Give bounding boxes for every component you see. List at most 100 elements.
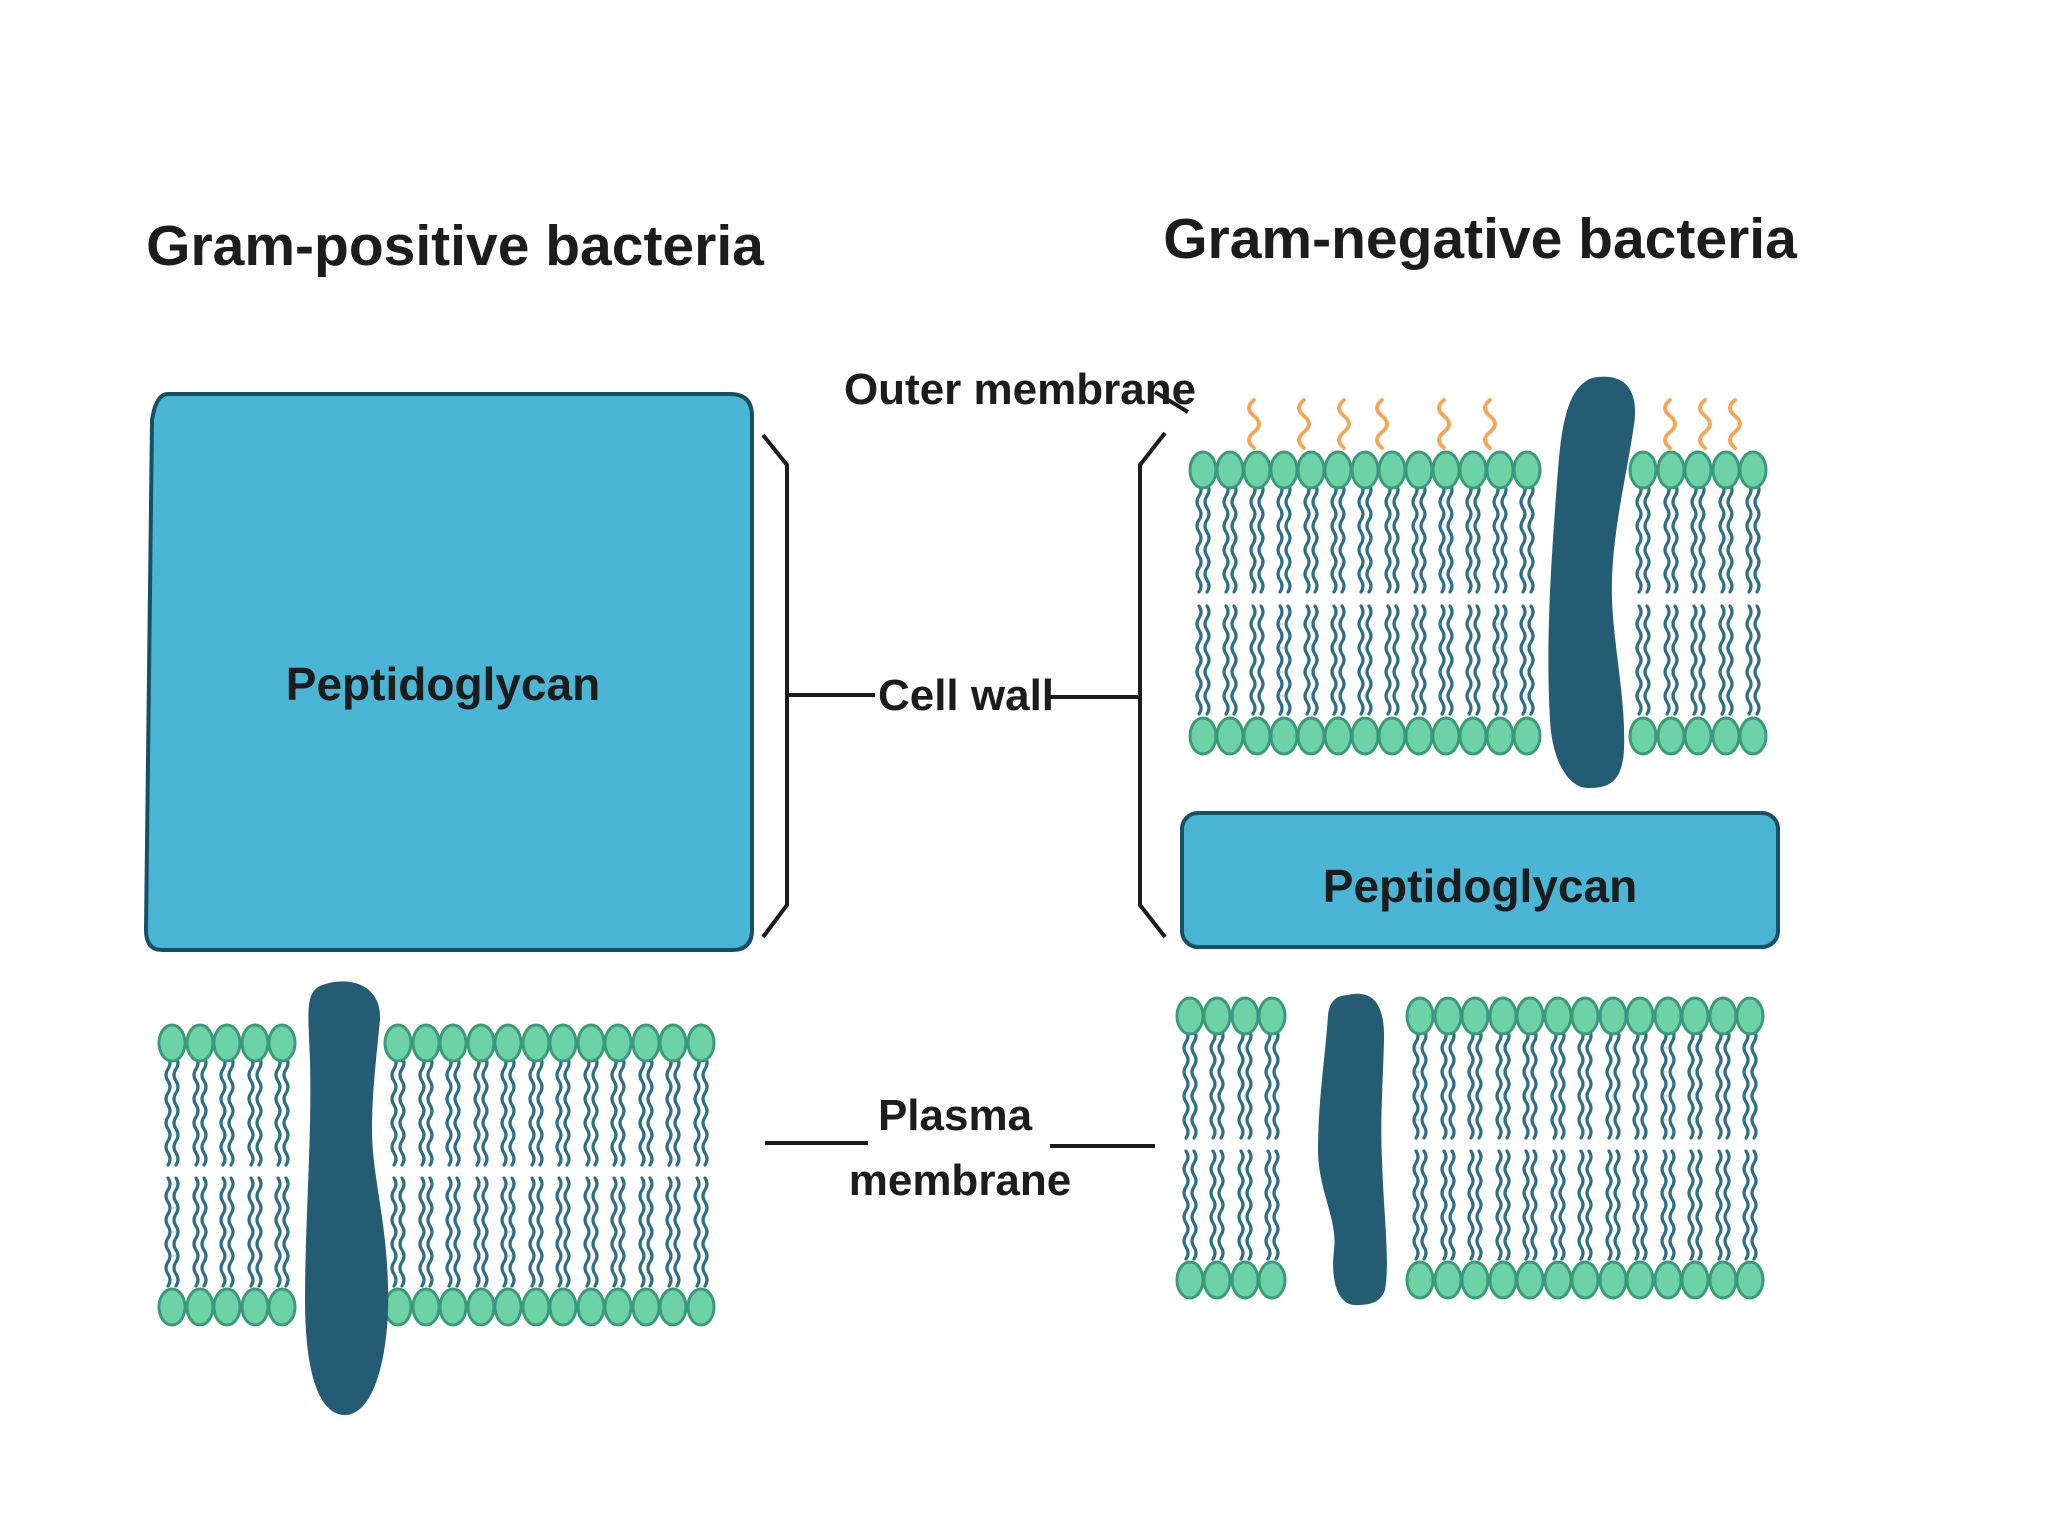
lipid-tail — [1613, 1149, 1621, 1261]
lipid-head — [1202, 996, 1232, 1036]
lipid-head — [658, 1287, 688, 1327]
lipid-tail — [1745, 604, 1753, 716]
lipid-tail — [1635, 604, 1643, 716]
lipid-head — [1711, 450, 1741, 490]
lipid-tail — [1726, 482, 1734, 594]
lipid-tail — [1222, 604, 1230, 716]
lipid-tail — [227, 1176, 235, 1288]
lipid-head — [1269, 450, 1299, 490]
lipid-tail — [1440, 1149, 1448, 1261]
lipid-head — [631, 1023, 661, 1063]
lipid-tail — [390, 1055, 398, 1167]
lipid-tail — [1687, 1149, 1695, 1261]
lipid-tail — [1715, 1149, 1723, 1261]
lipid-tail — [1272, 1149, 1280, 1261]
lipid-tail — [1357, 482, 1365, 594]
lipid-tail — [1663, 482, 1671, 594]
lipid-tail — [701, 1055, 709, 1167]
lipid-tail — [1311, 604, 1319, 716]
lipid-tail — [1473, 604, 1481, 716]
lipid-tail — [247, 1176, 255, 1288]
lipid-tail — [1245, 1028, 1253, 1140]
lipid-head — [658, 1023, 688, 1063]
lipid-tail — [1249, 482, 1257, 594]
lps-sugar-chain — [1483, 398, 1497, 450]
lipid-tail — [583, 1055, 591, 1167]
lipid-tail — [536, 1176, 544, 1288]
lipid-tail — [1605, 1149, 1613, 1261]
lipid-tail — [1668, 1028, 1676, 1140]
lipid-tail — [1753, 604, 1761, 716]
lipid-tail — [1365, 604, 1373, 716]
lipid-tail — [219, 1176, 227, 1288]
lipid-tail — [646, 1055, 654, 1167]
lipid-tail — [1440, 1028, 1448, 1140]
lipid-tail — [1338, 482, 1346, 594]
lipid-tail — [1338, 604, 1346, 716]
lipid-tail — [247, 1055, 255, 1167]
lipid-tail — [1632, 1028, 1640, 1140]
lipid-tail — [1276, 482, 1284, 594]
lipid-tail — [445, 1055, 453, 1167]
lps-sugar-chain — [1375, 398, 1389, 450]
lipid-tail — [1503, 1149, 1511, 1261]
lipid-head — [1625, 1260, 1655, 1300]
lipid-tail — [528, 1176, 536, 1288]
lipid-tail — [1558, 1149, 1566, 1261]
lipid-tail — [701, 1176, 709, 1288]
lipid-tail — [1203, 604, 1211, 716]
plasma-membrane-label-line2: membrane — [849, 1156, 1072, 1205]
lipid-tail — [1690, 482, 1698, 594]
lipid-head — [1323, 450, 1353, 490]
lps-sugar-chain — [1663, 398, 1677, 450]
gram-negative-peptidoglycan: Peptidoglycan — [1180, 811, 1780, 949]
lipid-head — [212, 1023, 242, 1063]
lipid-tail — [1750, 1149, 1758, 1261]
lipid-head — [1257, 1260, 1287, 1300]
lipid-tail — [1217, 1149, 1225, 1261]
lipid-tail — [555, 1055, 563, 1167]
lipid-head — [1230, 996, 1260, 1036]
lipid-tail — [1671, 604, 1679, 716]
lipid-tail — [1412, 1028, 1420, 1140]
lipid-tail — [665, 1176, 673, 1288]
lipid-head — [1377, 716, 1407, 756]
lipid-head — [1512, 450, 1542, 490]
lipid-tail — [1467, 1028, 1475, 1140]
lipid-head — [1431, 716, 1461, 756]
lipid-head — [1350, 450, 1380, 490]
lipid-tail — [255, 1055, 263, 1167]
lipid-tail — [1446, 604, 1454, 716]
lipid-tail — [693, 1055, 701, 1167]
lipid-tail — [172, 1055, 180, 1167]
lipid-tail — [1687, 1028, 1695, 1140]
lipid-tail — [1249, 604, 1257, 716]
lipid-head — [1404, 716, 1434, 756]
lipid-head — [493, 1287, 523, 1327]
lipid-tail — [1195, 482, 1203, 594]
lipid-tail — [398, 1055, 406, 1167]
lipid-tail — [1475, 1028, 1483, 1140]
lipid-tail — [172, 1176, 180, 1288]
lipid-tail — [1742, 1028, 1750, 1140]
lipid-tail — [1503, 1028, 1511, 1140]
lipid-tail — [1311, 482, 1319, 594]
lipid-head — [466, 1287, 496, 1327]
lipid-tail — [1640, 1028, 1648, 1140]
lipid-tail — [1522, 1149, 1530, 1261]
lipid-head — [1269, 716, 1299, 756]
lipid-tail — [192, 1176, 200, 1288]
lipid-tail — [1643, 604, 1651, 716]
lipid-tail — [528, 1055, 536, 1167]
lipid-tail — [1438, 604, 1446, 716]
lipid-tail — [200, 1055, 208, 1167]
lipid-head — [1242, 450, 1272, 490]
lipid-tail — [1723, 1028, 1731, 1140]
lipid-head — [1656, 450, 1686, 490]
lipid-tail — [282, 1176, 290, 1288]
lipid-head — [1175, 1260, 1205, 1300]
lipid-tail — [1715, 1028, 1723, 1140]
lipid-head — [1460, 1260, 1490, 1300]
lipid-tail — [1190, 1149, 1198, 1261]
lipid-tail — [693, 1176, 701, 1288]
